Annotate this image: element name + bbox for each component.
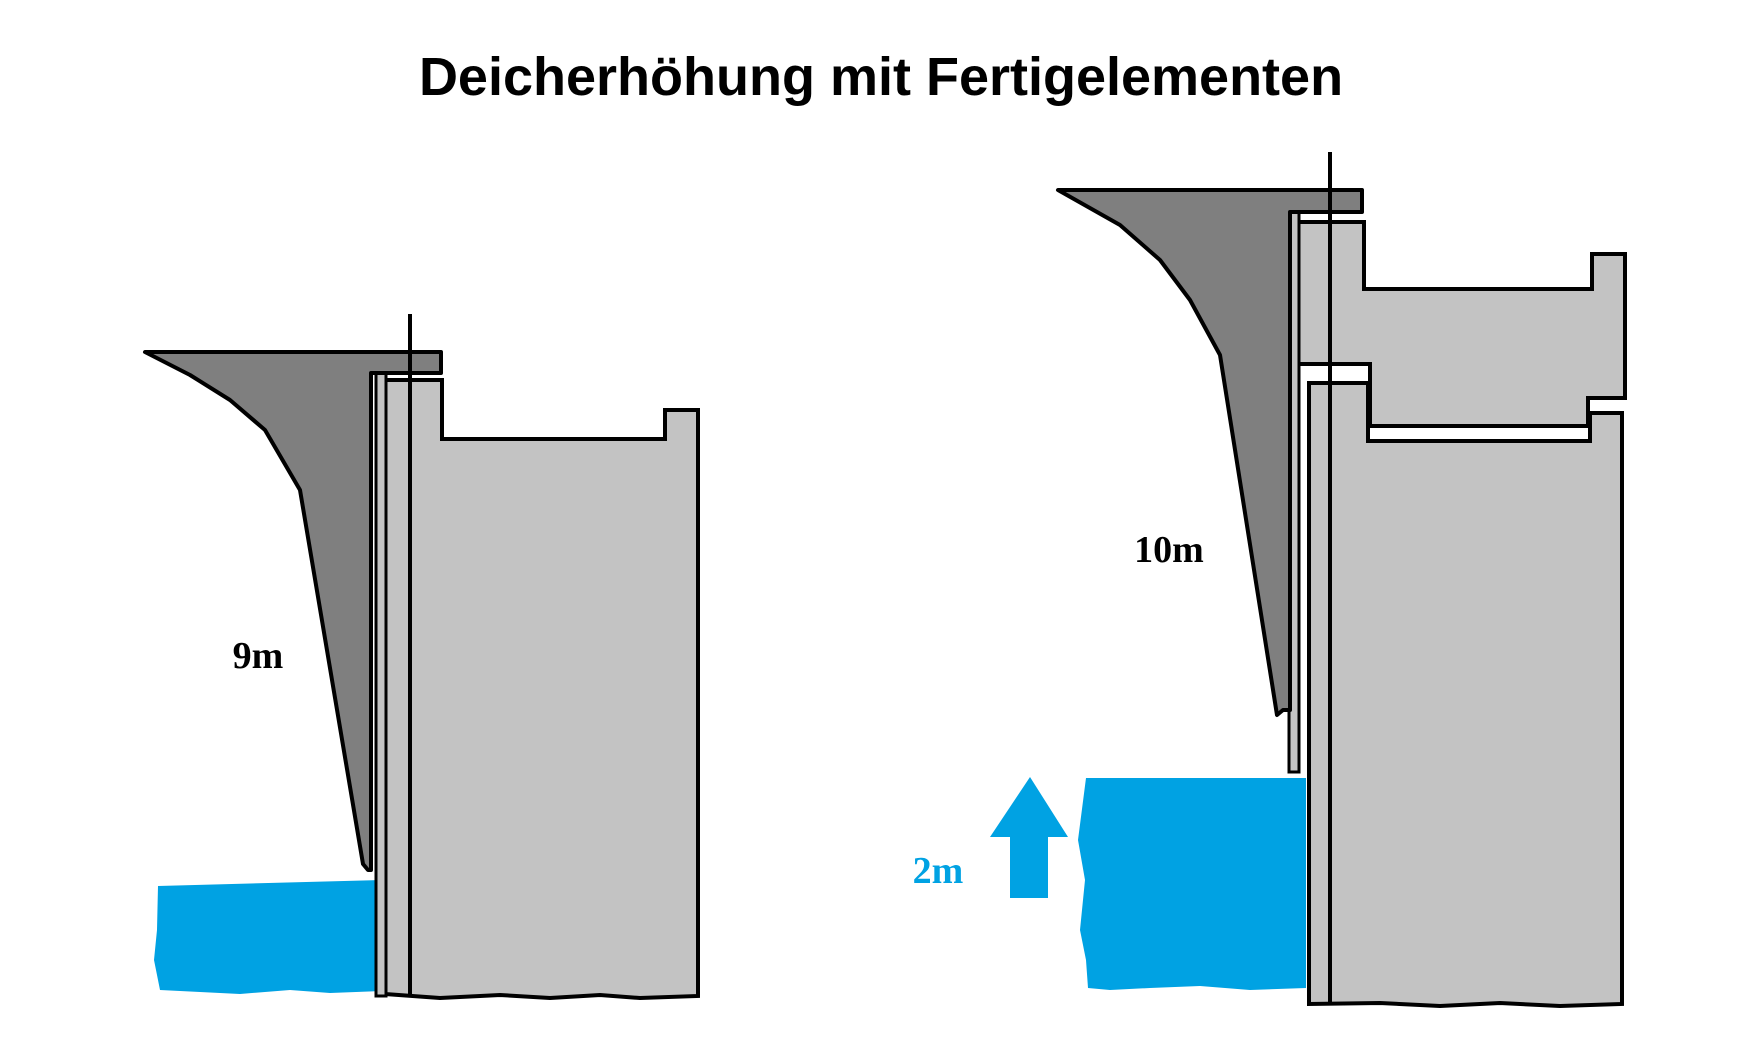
up-arrow-icon <box>990 777 1068 898</box>
overhang-right <box>1056 188 1364 717</box>
sheet-pile-strip-left <box>374 370 388 998</box>
height-label-before: 9m <box>233 635 284 677</box>
dike-wall-left <box>383 378 700 1001</box>
dike-wall-lower-right <box>1307 381 1624 1009</box>
water-body-right <box>1078 778 1306 990</box>
overhang-left <box>143 350 443 872</box>
water-rise-label: 2m <box>913 850 964 892</box>
diagram-title: Deicherhöhung mit Fertigelementen <box>419 47 1343 107</box>
water-body-left <box>154 880 382 994</box>
dike-after-group: 10m 2m <box>913 152 1627 1009</box>
height-label-after: 10m <box>1134 529 1204 571</box>
dike-before-group: 9m <box>143 314 700 1001</box>
prefab-element-upper <box>1296 220 1627 428</box>
